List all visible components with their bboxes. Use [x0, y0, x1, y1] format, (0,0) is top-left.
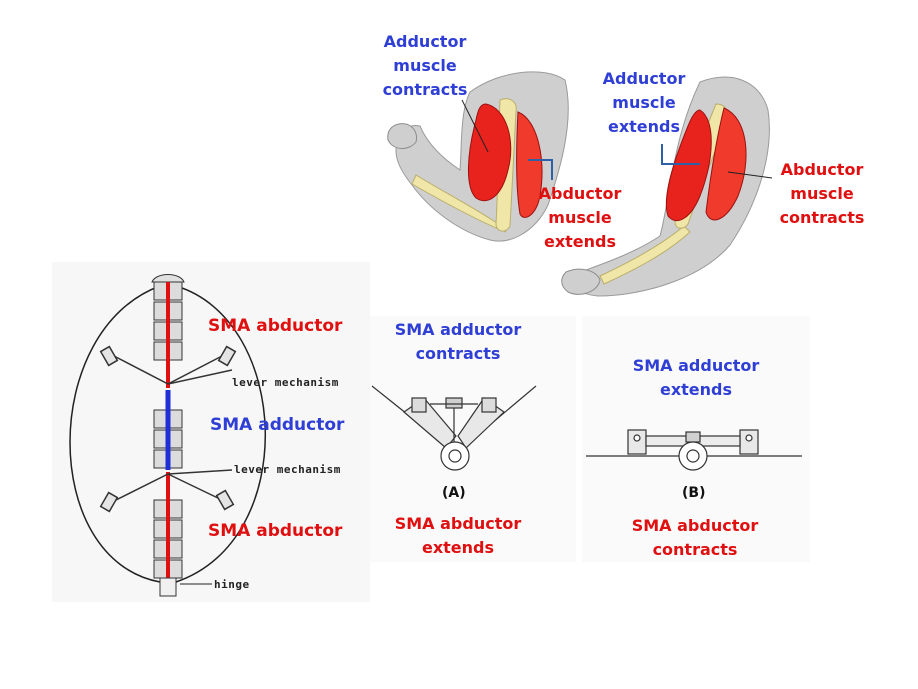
label-line: Abductor — [780, 160, 864, 179]
triceps-muscle — [516, 111, 543, 218]
label-line: muscle — [612, 93, 676, 112]
label-line: muscle — [548, 208, 612, 227]
hinge-label: hinge — [214, 578, 250, 591]
hand — [561, 268, 601, 295]
top-cap — [151, 274, 185, 283]
label-line: extends — [607, 117, 681, 136]
arm-right-abductor-label: Abductor muscle contracts — [772, 158, 872, 230]
leader-line — [661, 144, 700, 165]
label-line: extends — [421, 538, 495, 557]
outer-oval — [69, 285, 161, 583]
label-line: SMA adductor — [632, 356, 760, 375]
leader-line — [727, 171, 773, 179]
arm-extended-illustration — [561, 76, 773, 297]
sma-abductor-bottom-label: SMA abductor — [208, 521, 343, 541]
sma-adductor-label: SMA adductor — [210, 415, 345, 435]
triceps-muscle — [705, 107, 747, 221]
fist — [387, 123, 417, 149]
arm-right-adductor-label: Adductor muscle extends — [596, 67, 692, 139]
forearm-bone — [411, 174, 507, 233]
lever-mechanism-bottom — [99, 469, 235, 513]
arm-left-adductor-label: Adductor muscle contracts — [380, 30, 470, 102]
hinge-block — [159, 577, 177, 597]
label-line: Adductor — [383, 32, 467, 51]
sma-abductor-top-label: SMA abductor — [208, 316, 343, 336]
lever-mechanism-bottom-label: lever mechanism — [234, 463, 341, 476]
label-line: extends — [543, 232, 617, 251]
leader-line — [461, 99, 489, 153]
label-line: SMA abductor — [631, 516, 759, 535]
arm-flexed-illustration — [387, 71, 569, 242]
label-line: contracts — [779, 208, 865, 227]
label-line: contracts — [382, 80, 468, 99]
label-line: SMA adductor — [394, 320, 522, 339]
biceps-muscle — [468, 103, 512, 202]
panel-a-abductor-label: SMA abductor extends — [390, 512, 526, 560]
label-line: contracts — [415, 344, 501, 363]
label-line: Abductor — [538, 184, 622, 203]
leader-line — [528, 159, 553, 180]
panel-a-mechanism — [371, 385, 537, 471]
panel-a-caption: (A) — [442, 485, 466, 501]
label-line: extends — [659, 380, 733, 399]
forearm-bone — [599, 225, 691, 285]
lever-mechanism-top-label: lever mechanism — [232, 376, 339, 389]
panel-b-abductor-label: SMA abductor contracts — [620, 514, 770, 562]
arm-left-abductor-label: Abductor muscle extends — [530, 182, 630, 254]
panel-b-adductor-label: SMA adductor extends — [626, 354, 766, 402]
label-line: muscle — [790, 184, 854, 203]
outer-oval — [175, 285, 266, 583]
label-line: muscle — [393, 56, 457, 75]
panel-b-caption: (B) — [682, 485, 706, 501]
panel-b-mechanism — [586, 429, 802, 471]
device-panel-background — [52, 262, 370, 602]
biceps-muscle — [665, 109, 712, 221]
sma-device-illustration — [69, 274, 266, 597]
label-line: SMA abductor — [394, 514, 522, 533]
panel-a-adductor-label: SMA adductor contracts — [388, 318, 528, 366]
lever-mechanism-top — [99, 345, 237, 385]
label-line: contracts — [652, 540, 738, 559]
label-line: Adductor — [602, 69, 686, 88]
